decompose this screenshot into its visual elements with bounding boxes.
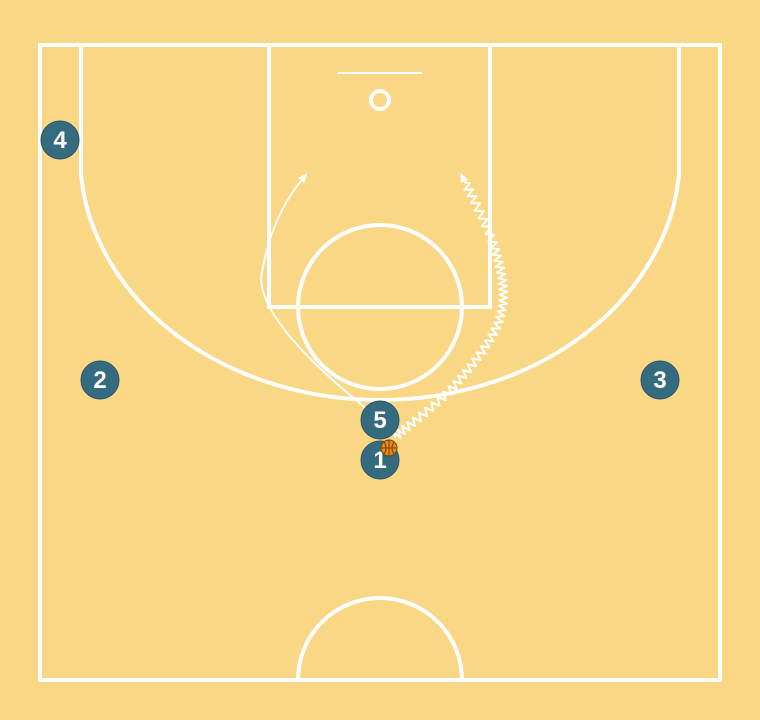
player-marker [40,120,80,160]
player-label: 5 [373,407,386,434]
player-2[interactable]: 2 [80,360,120,400]
player-marker [640,360,680,400]
player-marker [80,360,120,400]
player-label: 4 [53,127,67,154]
dribble-path-player-1 [392,172,509,439]
paint-lane [267,43,492,309]
player-1[interactable]: 1 [360,439,400,480]
player-marker [360,400,400,440]
court-lines [38,43,722,682]
player-label: 2 [93,367,106,394]
basketball-icon [380,439,398,457]
basket-rim [369,89,391,111]
player-5[interactable]: 5 [360,400,400,440]
three-point-line [79,45,681,403]
players-layer: 1 2 3 4 5 [40,120,680,480]
player-4[interactable]: 4 [40,120,80,160]
player-3[interactable]: 3 [640,360,680,400]
cut-path-player-5 [260,172,369,411]
center-circle [296,596,464,681]
free-throw-circle [296,223,464,391]
player-label: 3 [653,367,666,394]
